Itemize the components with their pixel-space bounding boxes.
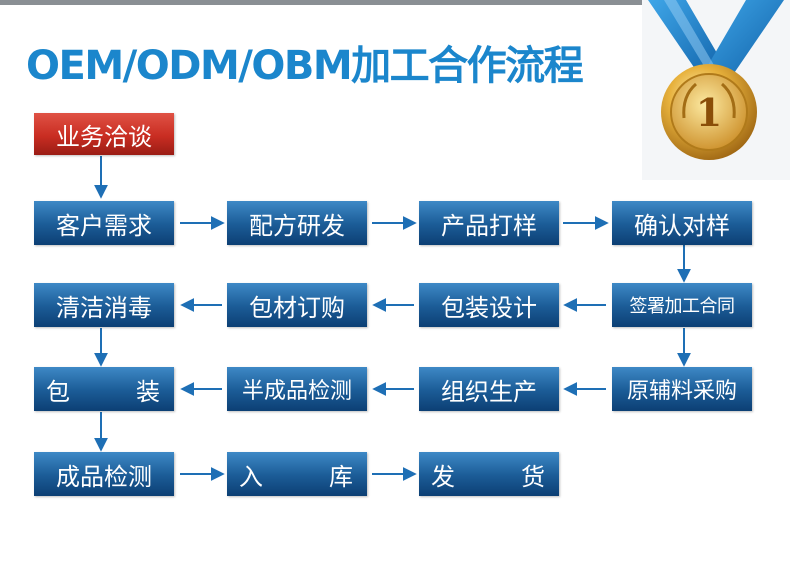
gold-medal-icon: 1 (642, 0, 790, 180)
step-shipping: 发 货 (419, 452, 559, 496)
medal-number: 1 (696, 90, 722, 135)
step-packing: 包 装 (34, 367, 174, 411)
step-final-inspection: 成品检测 (34, 452, 174, 496)
step-confirm-sample: 确认对样 (612, 201, 752, 245)
step-business-negotiation: 业务洽谈 (34, 113, 174, 155)
top-bar (0, 0, 790, 5)
step-semi-product-inspection: 半成品检测 (227, 367, 367, 411)
step-shipping-char-1: 发 (431, 462, 455, 491)
step-packing-char-1: 包 (46, 377, 70, 406)
step-packaging-design: 包装设计 (419, 283, 559, 327)
step-cleaning-disinfection: 清洁消毒 (34, 283, 174, 327)
page-title: OEM/ODM/OBM加工合作流程 (26, 43, 584, 89)
step-packing-char-2: 装 (136, 377, 160, 406)
step-organize-production: 组织生产 (419, 367, 559, 411)
step-formula-rd: 配方研发 (227, 201, 367, 245)
step-warehousing: 入 库 (227, 452, 367, 496)
step-sample-making: 产品打样 (419, 201, 559, 245)
step-shipping-char-2: 货 (521, 462, 545, 491)
step-customer-needs: 客户需求 (34, 201, 174, 245)
step-raw-material-purchase: 原辅料采购 (612, 367, 752, 411)
step-warehousing-char-2: 库 (329, 462, 353, 491)
step-sign-contract: 签署加工合同 (612, 283, 752, 327)
step-packaging-material-order: 包材订购 (227, 283, 367, 327)
step-warehousing-char-1: 入 (239, 462, 263, 491)
